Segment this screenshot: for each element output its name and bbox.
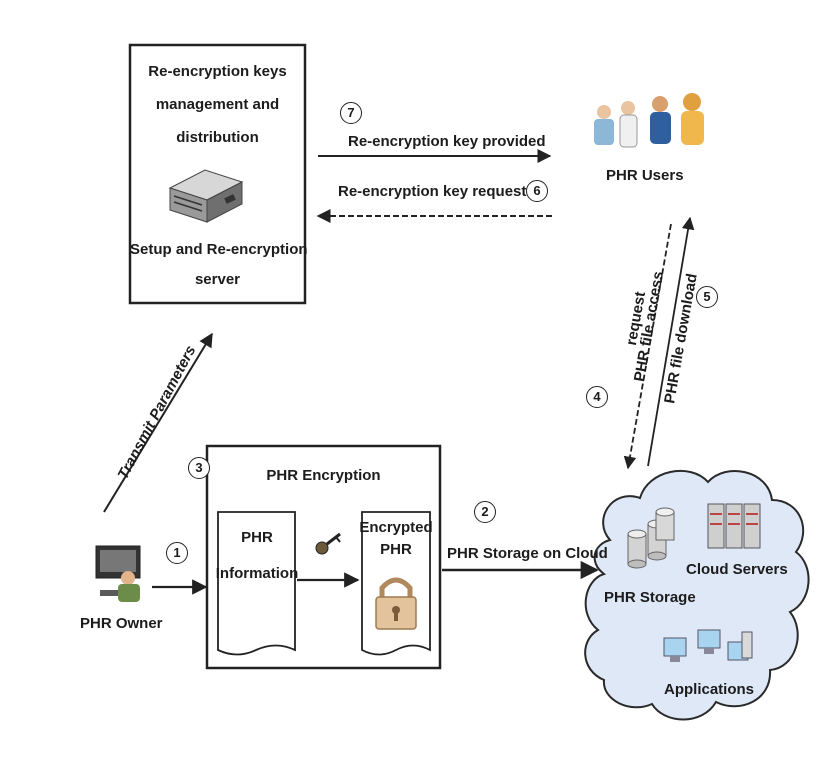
key-request-label: Re-encryption key request <box>338 183 527 200</box>
phr-owner-label: PHR Owner <box>80 615 163 632</box>
storage-cylinders-icon <box>627 507 675 569</box>
phr-information-line-1: PHR <box>241 529 273 546</box>
cloud-server-racks-icon <box>707 503 761 549</box>
padlock-icon <box>375 577 417 630</box>
phr-information-line-2: Information <box>215 565 299 582</box>
key-provided-label: Re-encryption key provided <box>348 133 546 150</box>
step-1-badge: 1 <box>166 542 188 564</box>
step-5-badge: 5 <box>696 286 718 308</box>
access-request-arrow <box>623 223 672 470</box>
step-6-badge: 6 <box>526 180 548 202</box>
server-subtitle-line-1: Setup and Re-encryption <box>130 241 308 258</box>
server-device-icon <box>168 169 244 223</box>
step-7-badge: 7 <box>340 102 362 124</box>
file-download-arrow <box>647 216 695 467</box>
phr-users-icon <box>594 93 704 148</box>
server-title-line-3: distribution <box>176 129 259 146</box>
phr-users-label: PHR Users <box>606 167 684 184</box>
applications-icon <box>663 629 753 662</box>
step-3-badge: 3 <box>188 457 210 479</box>
key-icon <box>315 532 341 555</box>
cloud-servers-label: Cloud Servers <box>686 561 788 578</box>
storage-on-cloud-label: PHR Storage on Cloud <box>447 545 608 562</box>
applications-label: Applications <box>664 681 755 698</box>
step-2-badge: 2 <box>474 501 496 523</box>
phr-storage-label: PHR Storage <box>604 589 696 606</box>
phr-information-document <box>217 511 296 656</box>
encryption-box-title: PHR Encryption <box>266 467 381 484</box>
transmit-parameters-arrow <box>103 332 213 513</box>
step-4-badge: 4 <box>586 386 608 408</box>
encrypted-phr-line-2: PHR <box>380 541 412 558</box>
server-title-line-2: management and <box>155 96 280 113</box>
encrypted-phr-line-1: Encrypted <box>359 519 433 536</box>
server-title-line-1: Re-encryption keys <box>148 63 287 80</box>
server-subtitle-line-2: server <box>194 271 241 288</box>
phr-owner-icon <box>95 545 141 602</box>
